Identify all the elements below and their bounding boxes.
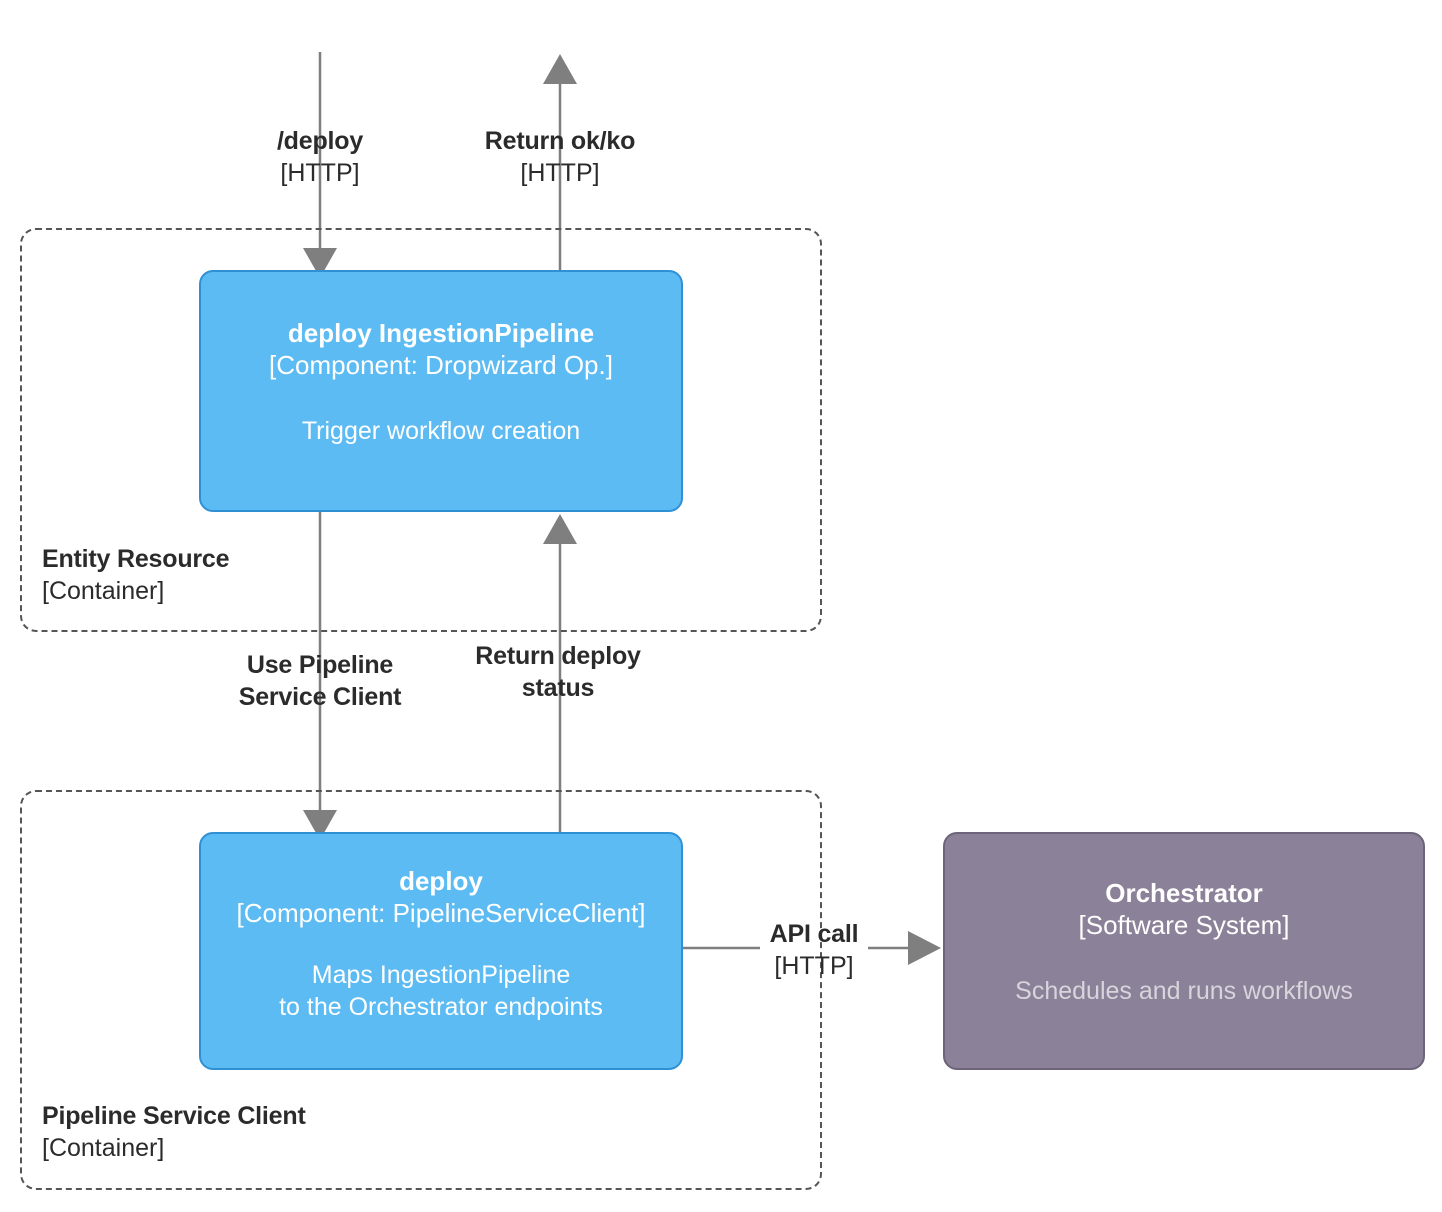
boundary-entity-resource-type: [Container]: [42, 577, 165, 605]
boundary-pipeline-service-client-label: Pipeline Service Client [Container]: [42, 1100, 306, 1164]
boundary-pipeline-service-client-name: Pipeline Service Client: [42, 1102, 306, 1130]
edge-label-return-ok-ko-name: Return ok/ko: [484, 127, 636, 155]
node-orchestrator-title: Orchestrator: [1105, 878, 1263, 908]
edge-label-return-deploy-status-line1: Return deploy: [475, 642, 641, 670]
edge-label-return-deploy-status-line2: status: [521, 673, 595, 702]
node-orchestrator-description: Schedules and runs workflows: [1015, 977, 1353, 1006]
edge-label-api-call-tech: [HTTP]: [774, 951, 854, 980]
edge-label-api-call: API call [HTTP]: [704, 919, 924, 982]
boundary-pipeline-service-client: [20, 790, 822, 1190]
node-deploy-pipeline-service-client-description-line1: Maps IngestionPipeline: [311, 961, 571, 990]
edge-label-use-pipeline-service-client: Use Pipeline Service Client: [200, 650, 440, 713]
boundary-entity-resource: [20, 228, 822, 632]
node-deploy-ingestion-pipeline-title: deploy IngestionPipeline: [287, 318, 595, 348]
boundary-entity-resource-name: Entity Resource: [42, 545, 230, 573]
edge-label-deploy-request-name: /deploy: [276, 127, 364, 155]
edge-label-use-pipeline-service-client-line1: Use Pipeline: [246, 651, 394, 679]
node-deploy-pipeline-service-client-tech: [Component: PipelineServiceClient]: [236, 897, 646, 928]
edge-label-return-ok-ko-tech: [HTTP]: [520, 158, 600, 187]
node-deploy-ingestion-pipeline[interactable]: deploy IngestionPipeline [Component: Dro…: [199, 270, 683, 512]
node-deploy-ingestion-pipeline-description: Trigger workflow creation: [301, 417, 581, 446]
node-orchestrator-tech: [Software System]: [1078, 909, 1290, 940]
boundary-pipeline-service-client-type: [Container]: [42, 1134, 165, 1162]
node-deploy-pipeline-service-client-title: deploy: [399, 866, 483, 896]
edge-label-deploy-request-tech: [HTTP]: [280, 158, 360, 187]
edge-label-return-deploy-status: Return deploy status: [438, 641, 678, 704]
edge-label-return-ok-ko: Return ok/ko [HTTP]: [430, 126, 690, 189]
edge-label-deploy-request: /deploy [HTTP]: [220, 126, 420, 189]
node-deploy-ingestion-pipeline-tech: [Component: Dropwizard Op.]: [269, 349, 613, 380]
node-deploy-pipeline-service-client[interactable]: deploy [Component: PipelineServiceClient…: [199, 832, 683, 1070]
edge-label-api-call-name: API call: [769, 920, 859, 948]
node-deploy-pipeline-service-client-description-line2: to the Orchestrator endpoints: [279, 993, 603, 1022]
boundary-entity-resource-label: Entity Resource [Container]: [42, 543, 230, 607]
node-orchestrator[interactable]: Orchestrator [Software System] Schedules…: [943, 832, 1425, 1070]
edge-label-use-pipeline-service-client-line2: Service Client: [238, 682, 402, 711]
